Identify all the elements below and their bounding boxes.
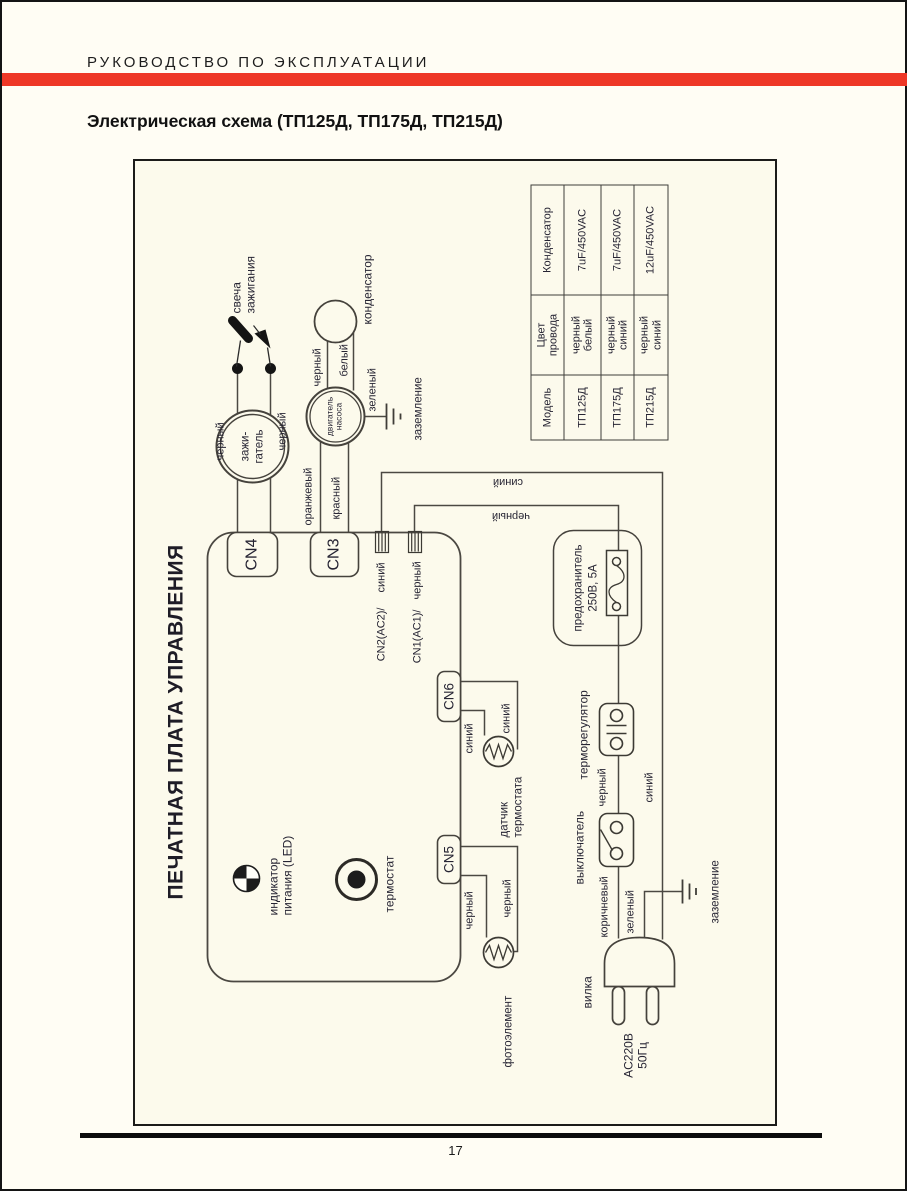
- page-title: Электрическая схема (ТП125Д, ТП175Д, ТП2…: [87, 111, 503, 131]
- spec-cell: черный синий: [633, 294, 668, 375]
- led-label: индикатор питания (LED): [266, 835, 295, 915]
- schematic-canvas: ПЕЧАТНАЯ ПЛАТА УПРАВЛЕНИЯ индикатор пита…: [135, 161, 774, 1123]
- connector-cn3: CN3: [324, 538, 342, 571]
- cn2-name-label: CN2(AC2)/: [375, 607, 387, 661]
- bus-blue-label: синий: [492, 475, 523, 488]
- schematic-frame: ПЕЧАТНАЯ ПЛАТА УПРАВЛЕНИЯ индикатор пита…: [133, 159, 777, 1126]
- photocell-wire2-label: черный: [501, 878, 513, 917]
- table-row: ТП175Д черный синий 7uF/450VAC: [600, 184, 634, 440]
- switch-wire-brown-label: коричневый: [598, 875, 610, 937]
- ground-symbol-motor: [385, 403, 401, 429]
- spark-plug-label: свеча зажигания: [229, 255, 258, 313]
- igniter-wire-top-label: черный: [214, 421, 226, 460]
- connector-cn5: CN5: [440, 845, 456, 873]
- spec-cell: ТП175Д: [600, 374, 634, 440]
- sensor-wire1-label: синий: [463, 722, 475, 753]
- wire-red-label: красный: [330, 476, 342, 519]
- spec-cell: черный белый: [563, 294, 601, 375]
- cn2-terminal: [374, 530, 389, 553]
- switch-wire-blue-label: синий: [643, 771, 655, 802]
- spec-cell: черный синий: [600, 294, 634, 375]
- motor-wire-black-label: черный: [311, 347, 323, 386]
- switch-symbol: [598, 812, 634, 867]
- photocell-label: фотоэлемент: [502, 995, 514, 1067]
- table-row: ТП125Д черный белый 7uF/450VAC: [563, 184, 601, 440]
- header-accent-bar: [2, 73, 907, 86]
- motor-ground-label: заземление: [412, 376, 424, 440]
- connector-cn4: CN4: [242, 538, 260, 571]
- thermoregulator-symbol: [598, 702, 634, 756]
- plug-symbol: [603, 936, 675, 1025]
- table-row: ТП215Д черный синий 12uF/450VAC: [633, 184, 668, 440]
- igniter-label: зажи- гатель: [239, 429, 265, 463]
- spec-cell: 12uF/450VAC: [633, 184, 668, 295]
- photocell-symbol: [482, 936, 514, 968]
- plug-wire-green-label: зеленый: [624, 889, 636, 933]
- thermostat-icon: [334, 857, 378, 901]
- thermostat-sensor-symbol: [482, 735, 514, 767]
- schematic-linework: [206, 299, 697, 1025]
- pcb-title: ПЕЧАТНАЯ ПЛАТА УПРАВЛЕНИЯ: [164, 543, 187, 899]
- cn1-wire-label: черный: [411, 560, 423, 599]
- manual-header: РУКОВОДСТВО ПО ЭКСПЛУАТАЦИИ: [87, 54, 430, 71]
- spec-cell: ТП125Д: [563, 374, 601, 440]
- capacitor-symbol: [313, 299, 357, 343]
- wires: [236, 331, 682, 952]
- motor-wire-white-label: белый: [338, 343, 350, 376]
- photocell-wire1-label: черный: [463, 890, 475, 929]
- igniter-wire-bottom-label: черный: [276, 411, 288, 450]
- cn1-terminal: [407, 530, 422, 553]
- spec-cell: ТП215Д: [633, 374, 668, 440]
- spec-cell: 7uF/450VAC: [563, 184, 601, 295]
- pump-motor-label: двигатель насоса: [324, 396, 344, 436]
- igniter-symbol: [215, 409, 289, 483]
- plug-ground-label: заземление: [709, 859, 721, 923]
- spec-table: Модель Цвет провода Конденсатор ТП125Д ч…: [530, 184, 668, 440]
- thermoreg-wire-black-label: черный: [596, 767, 608, 806]
- connector-cn6: CN6: [440, 682, 456, 710]
- wire-orange-label: оранжевый: [302, 467, 314, 525]
- page-number: 17: [448, 1143, 463, 1158]
- cn1-name-label: CN1(AC1)/: [411, 609, 423, 663]
- spec-table-header: Модель: [530, 374, 564, 440]
- plug-label: вилка: [580, 975, 594, 1008]
- sensor-wire2-label: синий: [500, 702, 512, 733]
- connector-boxes: [226, 531, 461, 884]
- fuse-enclosure: [552, 529, 642, 646]
- switch-label: выключатель: [572, 810, 586, 884]
- fuse-symbol: [605, 549, 628, 616]
- cn2-wire-label: синий: [375, 561, 387, 592]
- footer-rule: [80, 1133, 822, 1138]
- motor-wire-green-label: зеленый: [366, 367, 378, 411]
- thermoregulator-label: терморегулятор: [576, 689, 590, 779]
- led-icon: [232, 864, 260, 892]
- bus-black-label: черный: [491, 509, 530, 522]
- spec-cell: 7uF/450VAC: [600, 184, 634, 295]
- spec-table-header: Конденсатор: [530, 184, 564, 295]
- capacitor-label: конденсатор: [360, 253, 374, 324]
- fuse-rating-label: 250В, 5А: [587, 563, 599, 612]
- ground-symbol-plug: [681, 879, 697, 903]
- pump-motor-symbol: [305, 386, 365, 446]
- spec-table-header: Цвет провода: [530, 294, 564, 375]
- thermostat-label: термостат: [382, 855, 396, 912]
- fuse-label: предохранитель: [572, 544, 584, 631]
- thermostat-sensor-label: датчик термостата: [498, 776, 524, 837]
- power-rating-label: AC220В 50Гц: [621, 1032, 650, 1078]
- spark-plug-icon: [227, 315, 276, 374]
